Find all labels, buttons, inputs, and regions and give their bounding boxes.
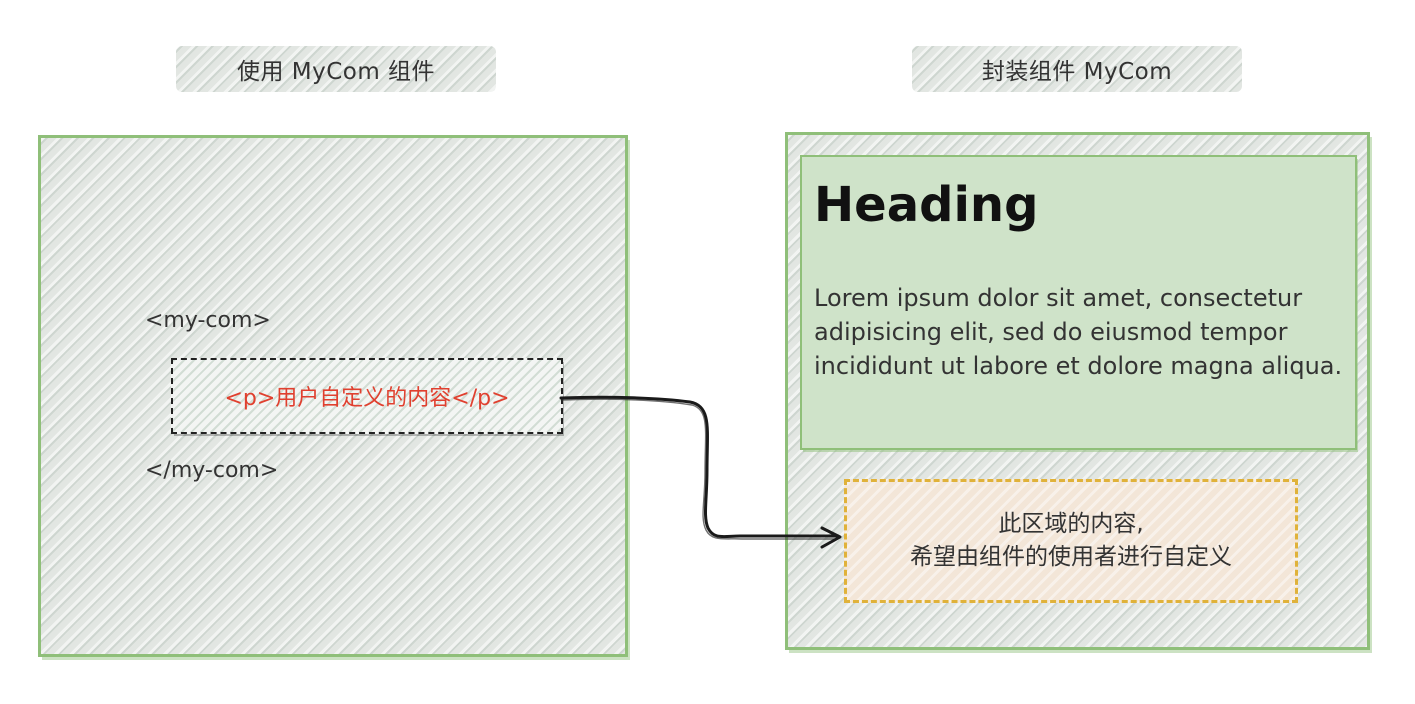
left-panel-title: 使用 MyCom 组件 xyxy=(176,46,496,92)
usage-panel: <my-com> <p>用户自定义的内容</p> </my-com> xyxy=(38,135,628,657)
user-content-text: <p>用户自定义的内容</p> xyxy=(224,386,510,411)
right-panel-title: 封装组件 MyCom xyxy=(912,46,1242,92)
content-card: Heading Lorem ipsum dolor sit amet, cons… xyxy=(800,155,1357,450)
slot-area-line-2: 希望由组件的使用者进行自定义 xyxy=(910,544,1232,570)
component-panel: Heading Lorem ipsum dolor sit amet, cons… xyxy=(785,132,1370,650)
slot-area: 此区域的内容, 希望由组件的使用者进行自定义 xyxy=(844,479,1298,603)
card-body-text: Lorem ipsum dolor sit amet, consectetur … xyxy=(814,284,1343,380)
user-content-box: <p>用户自定义的内容</p> xyxy=(171,358,563,434)
slot-area-line-1: 此区域的内容, xyxy=(998,511,1144,537)
code-open-tag: <my-com> xyxy=(145,308,271,333)
card-heading: Heading xyxy=(814,177,1039,233)
code-close-tag: </my-com> xyxy=(145,458,279,483)
